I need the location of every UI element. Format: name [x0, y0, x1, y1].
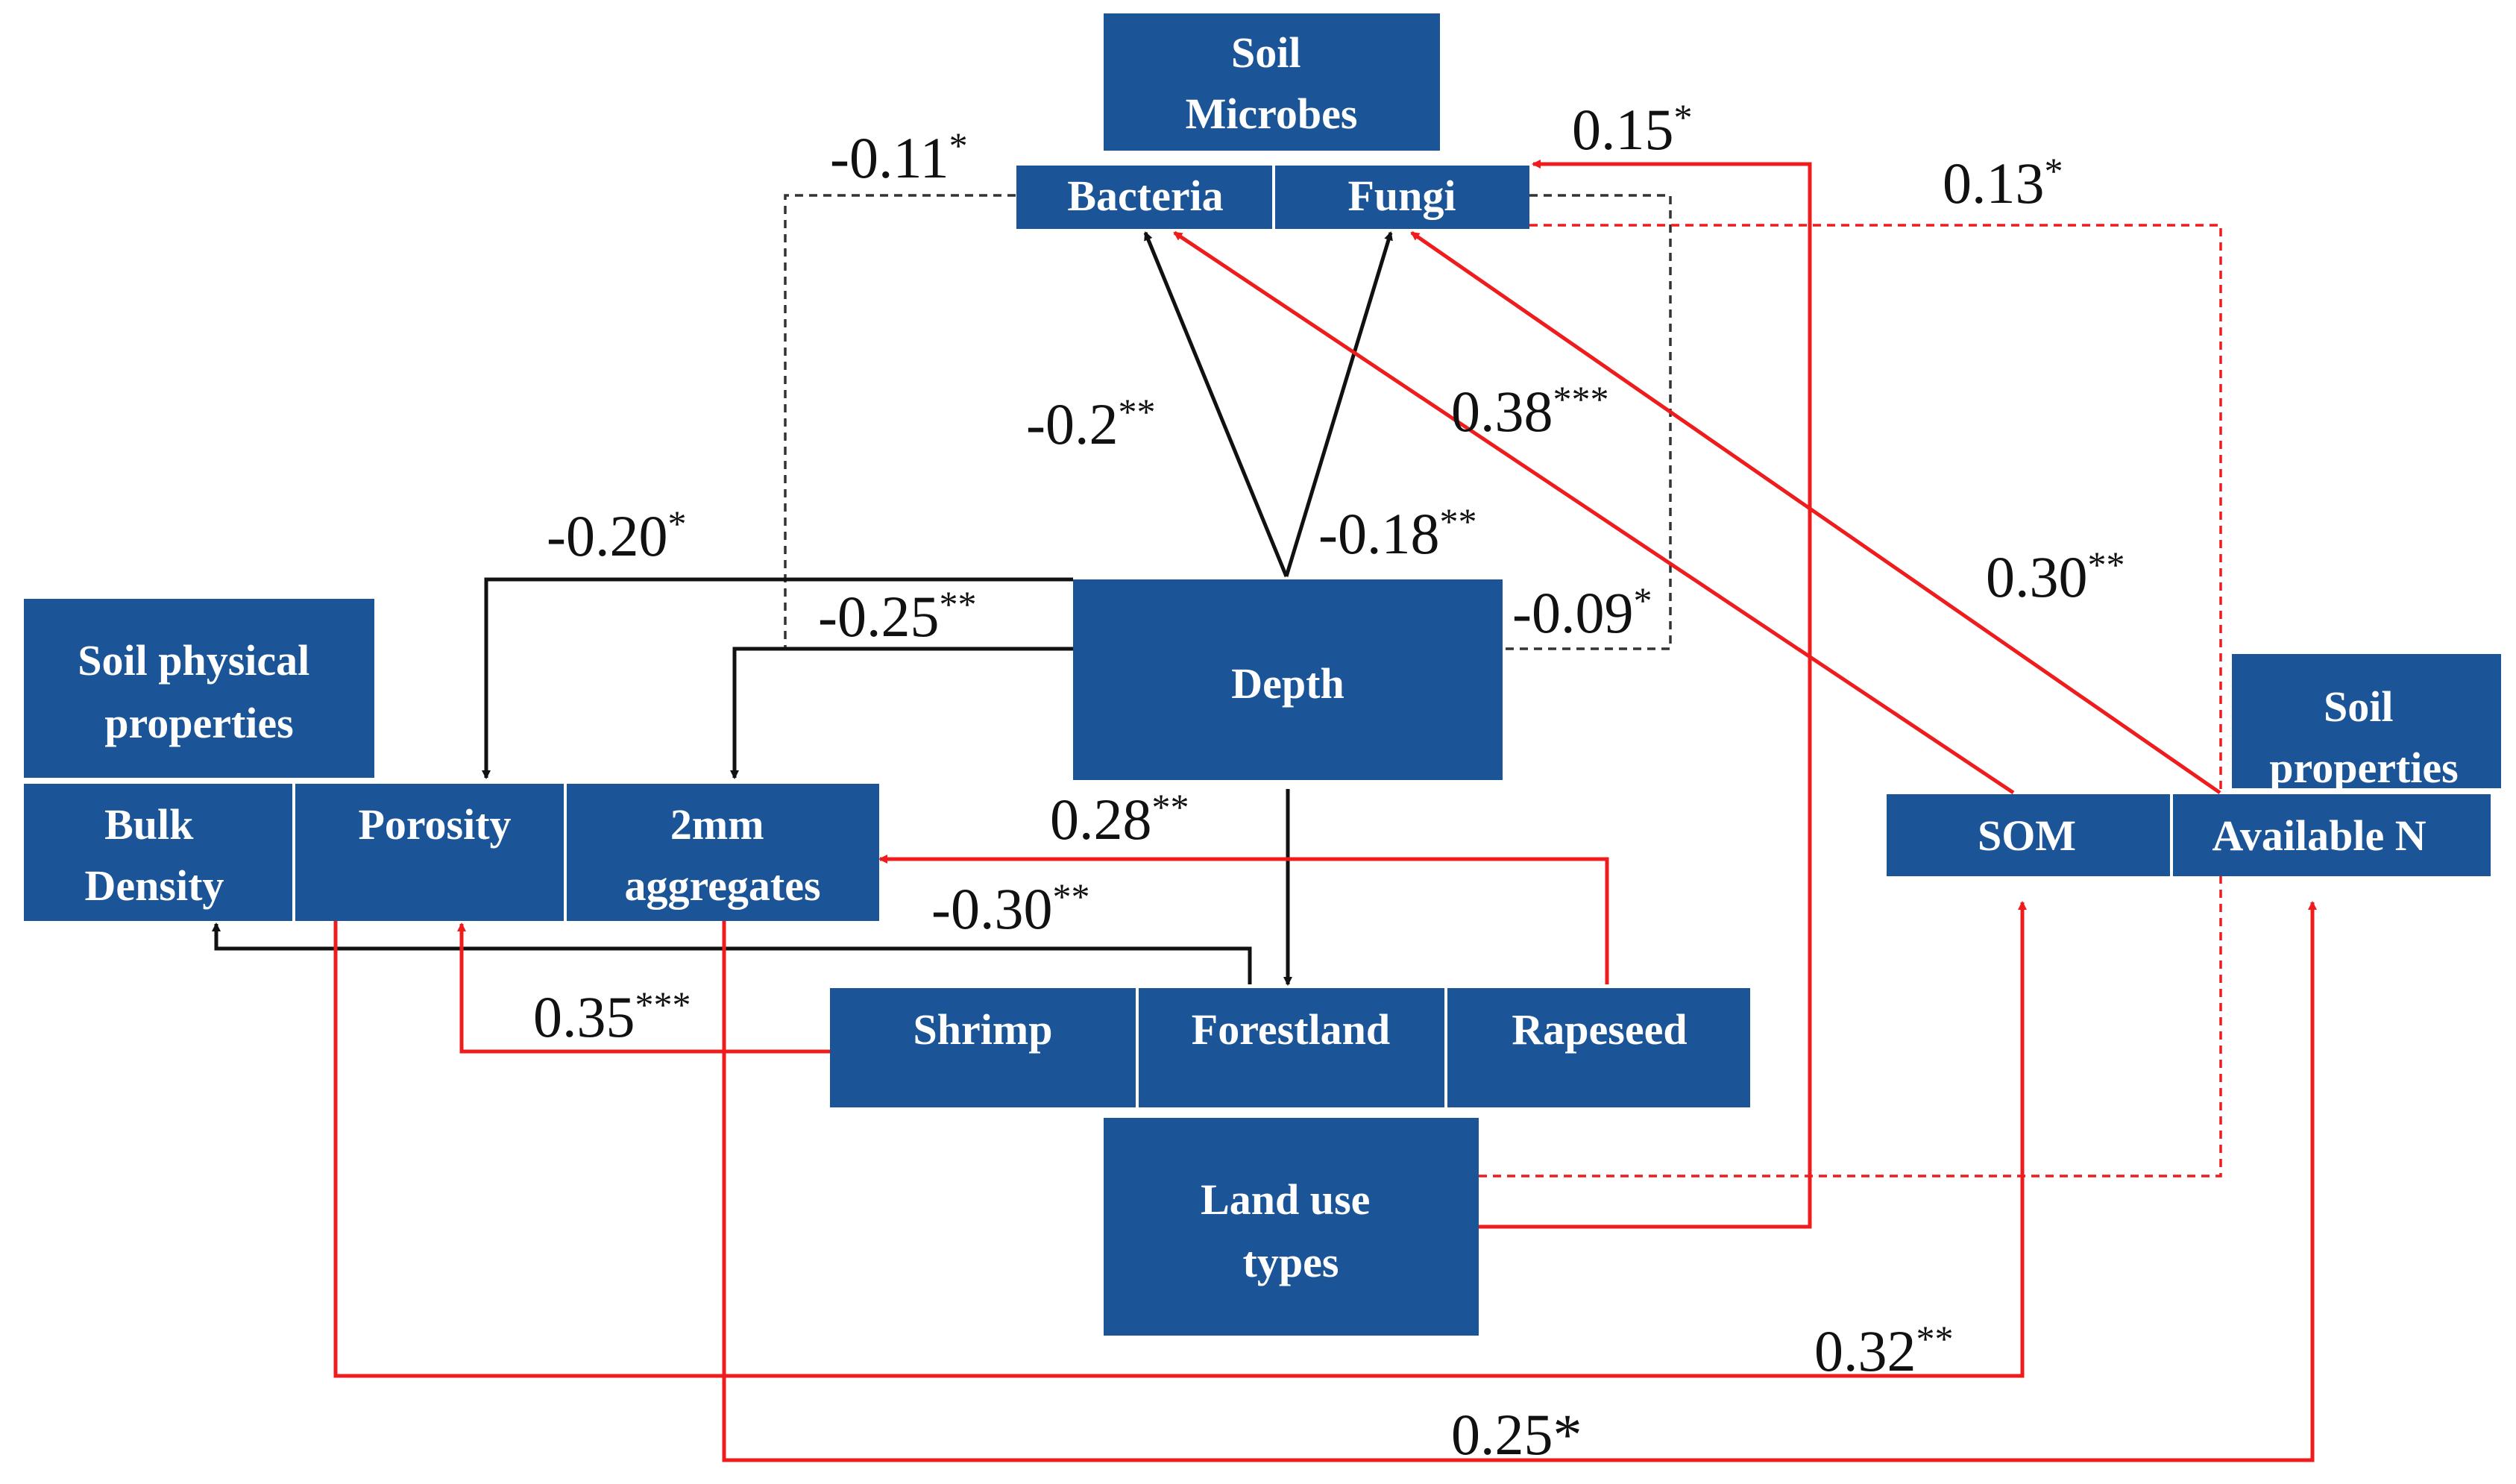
- som-label: SOM: [1978, 811, 2076, 860]
- coef-label-depth-porosity: -0.20*: [547, 503, 686, 568]
- forestland-box: [1137, 988, 1446, 1107]
- coef-label-porosity-som: 0.32**: [1814, 1318, 1954, 1383]
- coef-label-depth-fungi-dashed: -0.09*: [1512, 579, 1652, 645]
- soil-microbes-label: Soil Microbes: [1186, 28, 1358, 138]
- available-n-box: [2171, 794, 2491, 876]
- path-availablen-fungi-line: [1410, 230, 2221, 795]
- coef-label-forestland-bulkdensity: -0.30**: [931, 875, 1089, 941]
- som-box: [1887, 794, 2171, 876]
- bulk-density-label: Bulk Density: [85, 800, 224, 910]
- coef-label-depth-bacteria-dashed: -0.11*: [830, 125, 968, 190]
- path-aggregates-availablen-line: [722, 901, 2317, 1462]
- coef-label-landuse-availablen-dashed: 0.13*: [1943, 150, 2063, 216]
- path-depth-bacteria-line: [1143, 231, 1289, 577]
- bulk-density-box: [24, 784, 294, 921]
- porosity-box: [294, 784, 565, 921]
- coef-label-shrimp-porosity: 0.35***: [533, 984, 691, 1049]
- soil-physical-box: [24, 599, 374, 778]
- shrimp-box: [830, 988, 1137, 1107]
- path-shrimp-porosity-line: [457, 922, 830, 1054]
- aggregates-box: [565, 784, 879, 921]
- available-n-label: Available N: [2212, 811, 2426, 860]
- coef-label-availablen-fungi: 0.30**: [1986, 544, 2125, 609]
- forestland-label: Forestland: [1192, 1005, 1390, 1054]
- coef-label-rapeseed-aggregates: 0.28**: [1050, 786, 1189, 852]
- coef-label-depth-fungi: -0.18**: [1318, 500, 1476, 566]
- coef-label-depth-aggregates: -0.25**: [818, 583, 976, 649]
- land-use-label: Land use types: [1201, 1175, 1381, 1286]
- path-porosity-som-line: [333, 901, 2027, 1378]
- coef-label-aggregates-availablen: 0.25*: [1451, 1402, 1582, 1467]
- path-som-bacteria-line: [1173, 230, 2015, 795]
- soil-properties-box: [2232, 654, 2501, 788]
- path-forestland-bulkdensity-line: [212, 922, 1252, 984]
- path-fungi-right-dashed-line: [1529, 224, 2222, 789]
- coef-label-depth-bacteria: -0.2**: [1026, 391, 1155, 456]
- path-depth-aggregates-line: [730, 647, 1073, 779]
- depth-label: Depth: [1231, 659, 1344, 708]
- rapeseed-label: Rapeseed: [1512, 1005, 1687, 1054]
- land-use-box: [1104, 1118, 1479, 1336]
- coefficient-labels: 0.15* -0.11* 0.13* -0.2** 0.38*** -0.18** 0.30…: [533, 96, 2125, 1467]
- path-landuse-fungi-line: [1479, 160, 1812, 1229]
- porosity-label: Porosity: [358, 800, 511, 849]
- path-landuse-availablen-dashed-line: [1479, 871, 2222, 1178]
- fungi-label: Fungi: [1347, 172, 1456, 220]
- soil-properties-label: Soil properties: [2269, 682, 2458, 792]
- aggregates-label: 2mm aggregates: [624, 800, 820, 910]
- depth-box: [1073, 579, 1503, 780]
- bacteria-box: [1016, 166, 1274, 229]
- path-depth-fungi-line: [1284, 231, 1393, 577]
- shrimp-label: Shrimp: [913, 1005, 1053, 1054]
- path-depth-porosity-line: [482, 577, 1073, 779]
- coef-label-landuse-fungi: 0.15*: [1572, 96, 1693, 162]
- path-rapeseed-aggregates-line: [878, 855, 1609, 984]
- coef-label-som-bacteria: 0.38***: [1451, 378, 1609, 444]
- soil-microbes-box: [1104, 13, 1440, 151]
- rapeseed-box: [1446, 988, 1750, 1107]
- soil-physical-label: Soil physical properties: [78, 636, 321, 747]
- bacteria-label: Bacteria: [1067, 172, 1223, 220]
- fungi-box: [1274, 166, 1529, 229]
